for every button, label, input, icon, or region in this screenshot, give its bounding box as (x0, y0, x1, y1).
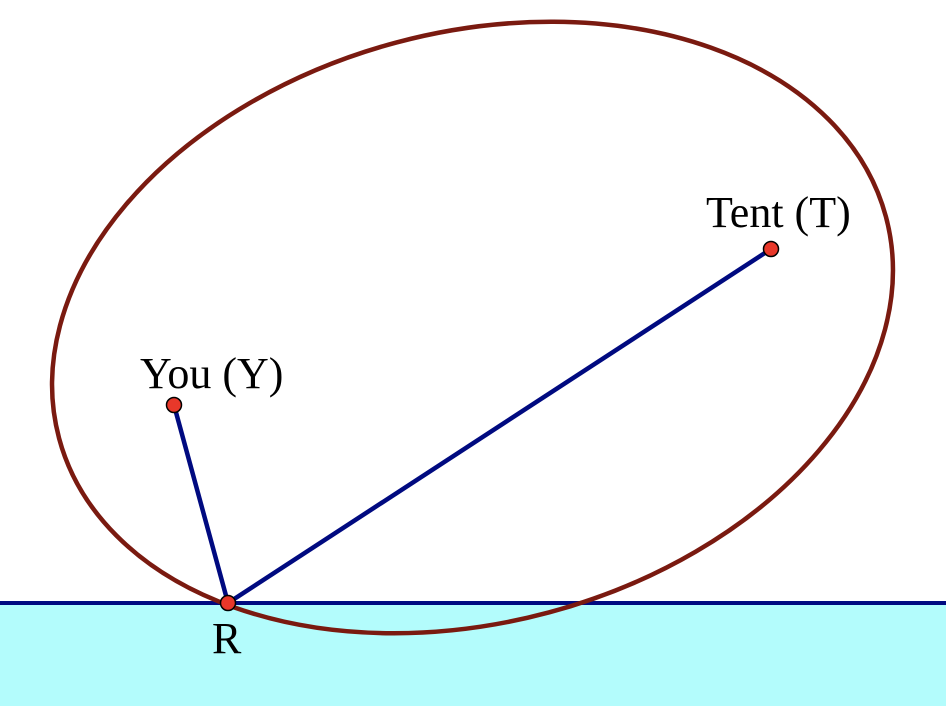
point-tent (762, 240, 780, 258)
point-r (219, 594, 237, 612)
segment-r-to-tent (226, 247, 773, 605)
water-region (0, 603, 946, 706)
label-you: You (Y) (140, 349, 283, 398)
label-tent: Tent (T) (706, 188, 851, 237)
label-r: R (212, 614, 242, 663)
segment-you-to-r (171, 404, 231, 604)
point-you (165, 396, 183, 414)
